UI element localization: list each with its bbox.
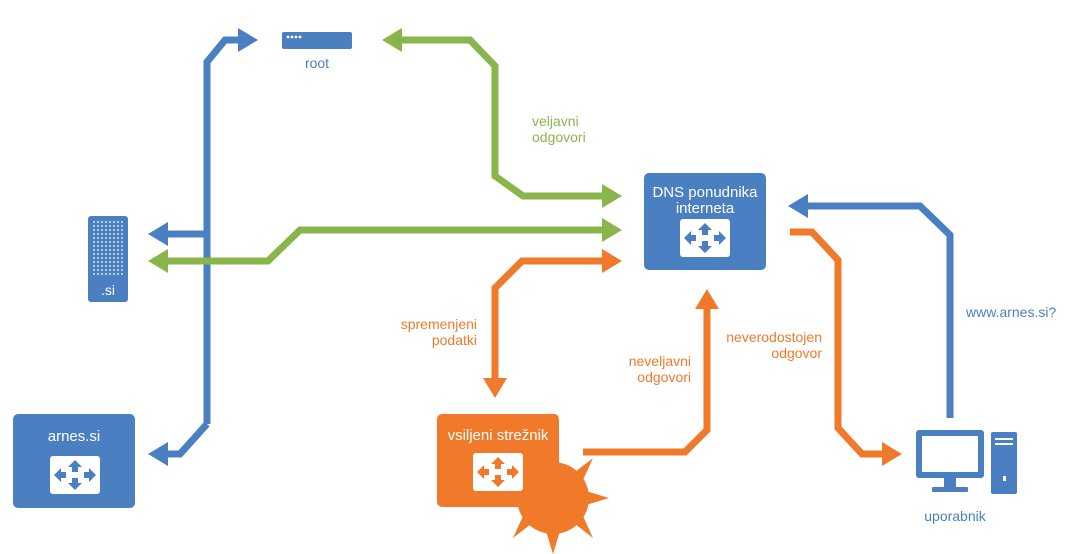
dns-box	[644, 173, 766, 270]
untrusted-answer-label-2: odgovor	[771, 345, 822, 361]
modified-data-label-2: podatki	[431, 332, 477, 348]
query-label: www.arnes.si?	[966, 304, 1057, 320]
green-arrowheads	[148, 28, 622, 273]
arrow-to-user-icon	[882, 442, 902, 466]
arrow-to-root-icon	[238, 28, 258, 52]
root-answer-line	[395, 36, 608, 200]
router-icon	[477, 457, 519, 487]
modified-data-line	[491, 257, 608, 386]
modified-data-label-1: spremenjeni	[400, 316, 477, 332]
arnes-label: arnes.si	[47, 428, 101, 445]
arrow-to-arnes-icon	[148, 442, 168, 466]
root-label: root	[304, 55, 330, 71]
attacker-box	[437, 414, 559, 507]
router-icon	[684, 223, 726, 253]
untrusted-answer-line	[790, 228, 888, 458]
blue-arrowheads	[148, 28, 808, 466]
invalid-answers-label-2: odgovori	[637, 369, 691, 385]
arrow-to-root-green-icon	[382, 28, 402, 52]
untrusted-answer-label-1: neverodostojen	[726, 329, 822, 345]
arrow-to-dns-green-2-icon	[602, 218, 622, 242]
arrow-to-attacker-icon	[483, 378, 507, 398]
desktop-computer-icon	[916, 430, 1017, 494]
arrow-to-dns-green-1-icon	[602, 184, 622, 208]
user-label: uporabnik	[924, 508, 986, 524]
dns-to-root-line	[203, 36, 245, 424]
si-server	[88, 216, 128, 302]
arnes-box	[13, 414, 135, 508]
invalid-answers-label-1: neveljavni	[628, 353, 691, 369]
attacker-label: vsiljeni strežnik	[447, 427, 549, 444]
green-flow-lines	[162, 36, 608, 265]
blue-flow-lines	[158, 36, 954, 458]
valid-answers-label-2: odgovori	[532, 129, 586, 145]
dns-label-line2: interneta	[675, 200, 735, 217]
orange-arrowheads	[483, 249, 902, 466]
arrow-to-dns-up-icon	[695, 289, 719, 309]
orange-flow-lines	[491, 228, 888, 458]
root-server	[282, 32, 352, 49]
server-rack-icon	[282, 32, 352, 49]
arrow-to-dns-from-user-icon	[788, 194, 808, 218]
dns-label-line1: DNS ponudnika	[652, 184, 758, 201]
invalid-answer-line	[583, 302, 711, 456]
si-answer-line	[162, 226, 608, 265]
valid-answers-label-1: veljavni	[532, 113, 579, 129]
arrow-to-si-green-icon	[148, 249, 168, 273]
si-label: .si	[101, 282, 115, 298]
router-icon	[54, 460, 96, 490]
user-query-line	[800, 202, 954, 418]
arrow-to-si-icon	[148, 222, 168, 246]
arrow-to-dns-orange-icon	[602, 249, 622, 273]
